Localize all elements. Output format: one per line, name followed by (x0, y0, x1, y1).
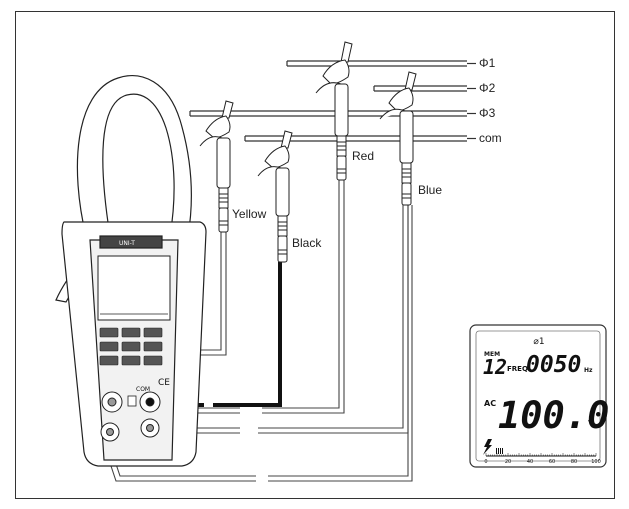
meter-ce-mark: CE (158, 378, 170, 388)
label-yellow: Yellow (232, 207, 267, 221)
label-phi3: Φ3 (479, 106, 496, 120)
meter-com-label: COM (136, 386, 150, 393)
display-mode-label: AC (484, 399, 496, 408)
meter-brand: UNI-T (119, 240, 135, 247)
display-main-value: 100.0 (498, 394, 609, 437)
clamp-meter (55, 75, 207, 467)
label-blue: Blue (418, 183, 442, 197)
label-com: com (479, 131, 502, 145)
display-mem-label: MEM (484, 351, 500, 358)
probe-blue (379, 71, 417, 206)
clamp-jaws (76, 75, 192, 237)
bargraph-segment (498, 448, 499, 454)
scale-tick-label: 60 (549, 459, 555, 465)
bargraph-segment (500, 448, 501, 454)
label-black: Black (292, 236, 322, 250)
display-freq-label: FREQ (507, 365, 528, 373)
scale-tick-label: 0 (484, 459, 487, 465)
probe-black (257, 130, 293, 263)
display-main-unit: v (588, 418, 594, 428)
mini-lcd (97, 255, 171, 321)
bargraph-segment (496, 448, 497, 454)
probe-red (315, 41, 353, 181)
conductor-phi3 (189, 110, 467, 117)
phase-conductors (189, 60, 476, 142)
scale-tick-label: 100 (591, 459, 601, 465)
display-freq-unit: Hz (584, 367, 593, 374)
display-freq-value: 0050 (526, 352, 581, 378)
label-phi1: Φ1 (479, 56, 496, 70)
conductor-phi2 (373, 85, 467, 92)
conductor-com (244, 135, 467, 142)
conductor-phi1 (286, 60, 467, 67)
display-scale: 0 20 40 60 80 100 (484, 453, 601, 465)
scale-tick-label: 40 (527, 459, 533, 465)
meter-keypad (99, 327, 163, 366)
scale-tick-label: 20 (505, 459, 511, 465)
bargraph-segment (502, 448, 503, 454)
enlarged-display: ⌀1 MEM 12 FREQ 0050 Hz AC 100.0 v 0 20 40 6… (469, 324, 609, 468)
meter-input-jacks (100, 391, 161, 442)
label-red: Red (352, 149, 374, 163)
label-phi2: Φ2 (479, 81, 496, 95)
scale-tick-label: 80 (571, 459, 577, 465)
display-bargraph (496, 448, 503, 454)
display-mem-number: 12 (483, 355, 507, 379)
probe-yellow (199, 100, 234, 233)
bolt-icon (483, 439, 492, 455)
display-phase-indicator: ⌀1 (533, 337, 544, 347)
